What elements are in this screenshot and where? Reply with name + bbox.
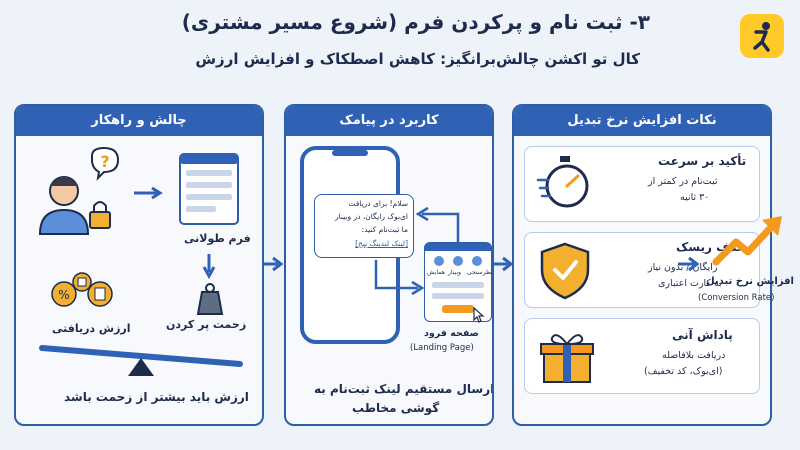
- tip-line: دریافت بلافاصله: [662, 350, 726, 361]
- landing-form-field: [432, 282, 484, 288]
- value-received-label: ارزش دریافتی: [52, 322, 131, 335]
- arrow-right-icon: [134, 186, 163, 200]
- landing-submit-button[interactable]: [442, 305, 474, 313]
- svg-text:%: %: [58, 288, 69, 302]
- phone-notch: [332, 150, 368, 156]
- tip-line: به کارت اعتباری: [658, 278, 722, 289]
- tips-panel: نکات افزایش نرخ تبدیل تأکید بر سرعت ثبت‌…: [512, 104, 772, 426]
- tip-line: (ای‌بوک، کد تخفیف): [644, 366, 723, 377]
- balance-scale-icon: [39, 345, 243, 376]
- shield-check-icon: [540, 242, 590, 300]
- arrow-left-icon: [415, 206, 460, 242]
- arrow-down-icon: [202, 254, 216, 280]
- challenge-panel: چالش و راهکار ? فرم طولانی زحمت پر کردن …: [14, 104, 264, 426]
- sms-message-bubble: [314, 194, 414, 258]
- sms-panel: کاربرد در پیامک سلام! برای دریافت ای‌بوک…: [284, 104, 494, 426]
- weight-icon: [196, 283, 224, 315]
- effort-label: زحمت پر کردن: [166, 318, 247, 331]
- landing-option-icon: [472, 256, 482, 266]
- runner-icon: [753, 22, 770, 52]
- landing-option-icon: [453, 256, 463, 266]
- value-stack-icon: %: [51, 272, 113, 307]
- confused-user-icon: ?: [38, 146, 120, 235]
- tips-panel-title: نکات افزایش نرخ تبدیل: [514, 106, 770, 136]
- tip-line: ۳۰ ثانیه: [680, 192, 710, 203]
- challenge-panel-title: چالش و راهکار: [16, 106, 262, 136]
- arrow-right-icon: [264, 256, 284, 272]
- cursor-hand-icon: [473, 306, 485, 323]
- landing-option-label[interactable]: همایش: [427, 269, 445, 276]
- tip-line: رایگان / بدون نیاز: [648, 262, 718, 273]
- sms-caption-line: گوشی مخاطب: [352, 401, 440, 415]
- outcome-label: افزایش نرخ تبدیل: [706, 276, 794, 287]
- page-subtitle: کال تو اکشن چالش‌برانگیز: کاهش اصطکاک و …: [195, 50, 640, 68]
- landing-option-icon: [434, 256, 444, 266]
- outcome-label-en: (Conversion Rate): [698, 293, 775, 303]
- arrow-right-icon: [374, 260, 425, 296]
- page-title: ۳- ثبت نام و پرکردن فرم (شروع مسیر مشتری…: [181, 10, 650, 34]
- tip-title: تأکید بر سرعت: [658, 154, 747, 168]
- stopwatch-icon: [536, 156, 589, 208]
- sms-panel-title: کاربرد در پیامک: [286, 106, 492, 136]
- sms-landing-link[interactable]: [لینک لندینگ پیج]: [355, 239, 408, 248]
- sms-message-line: ما ثبت‌نام کنید:: [361, 225, 408, 234]
- long-form-icon: [179, 153, 239, 225]
- challenge-caption: ارزش باید بیشتر از زحمت باشد: [64, 390, 249, 404]
- landing-option-label[interactable]: نظرسنجی: [467, 269, 493, 276]
- arrow-right-icon: [678, 256, 700, 272]
- svg-text:?: ?: [100, 152, 109, 171]
- sms-message-line: ای‌بوک رایگان، در وبینار: [334, 212, 408, 221]
- tip-line: ثبت‌نام در کمتر از: [648, 176, 718, 187]
- sms-caption-line: ارسال مستقیم لینک ثبت‌نام به: [314, 382, 494, 396]
- landing-option-label[interactable]: وبینار: [448, 269, 461, 276]
- landing-page-header: [425, 243, 491, 251]
- gift-icon: [540, 334, 594, 383]
- long-form-label: فرم طولانی: [184, 232, 251, 245]
- landing-page-label: صفحه فرود: [424, 328, 479, 339]
- trend-up-icon: [712, 216, 782, 266]
- arrow-right-icon: [494, 256, 514, 272]
- landing-form-field: [432, 293, 484, 299]
- landing-page-label-en: (Landing Page): [410, 343, 474, 353]
- tip-title: پاداش آنی: [672, 328, 733, 342]
- brand-logo: [740, 14, 784, 58]
- sms-message-line: سلام! برای دریافت: [348, 199, 408, 208]
